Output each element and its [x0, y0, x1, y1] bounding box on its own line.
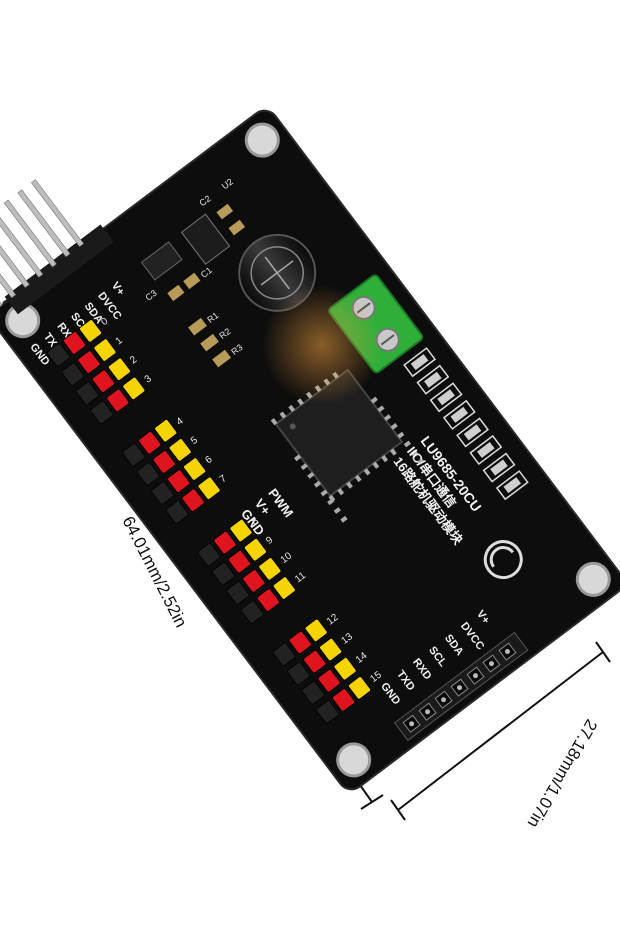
channel-number: 7 — [218, 473, 229, 485]
header-pin — [0, 220, 30, 288]
servo-pin — [76, 381, 99, 405]
bottom-pin-header — [393, 631, 529, 742]
servo-pin — [304, 618, 328, 642]
servo-pin — [152, 450, 176, 474]
servo-pin — [93, 338, 117, 362]
servo-pin — [229, 518, 253, 543]
servo-pin — [319, 637, 343, 662]
servo-pin — [301, 681, 325, 705]
servo-pin — [197, 543, 221, 567]
servo-pin — [154, 419, 178, 443]
servo-pin — [122, 376, 146, 400]
header-pin — [0, 209, 44, 278]
servo-channel-headers — [47, 319, 371, 724]
servo-driver-board: GND TXD RXD SCL SDA DVCC V+ PWM V+ GND 0… — [0, 109, 620, 791]
channel-number: 0 — [99, 316, 110, 328]
channel-number: 5 — [189, 435, 200, 447]
header-pin — [30, 179, 84, 247]
header-pin — [17, 189, 71, 258]
servo-pin — [181, 488, 205, 512]
header-pin — [0, 230, 17, 299]
servo-pin — [90, 400, 114, 425]
header-pin — [0, 240, 3, 309]
servo-pin — [183, 457, 207, 481]
servo-pin — [332, 688, 355, 712]
watermark-logo — [262, 285, 382, 405]
servo-pin — [258, 557, 282, 581]
channel-number: 6 — [203, 454, 214, 466]
servo-pin — [316, 700, 339, 724]
servo-pin — [92, 369, 115, 393]
servo-pin — [138, 431, 162, 455]
servo-pin — [240, 600, 264, 624]
servo-pin — [47, 343, 70, 367]
channel-number: 8 — [250, 515, 261, 527]
servo-pin — [165, 500, 189, 524]
servo-pin — [333, 657, 357, 681]
servo-pin — [272, 642, 296, 667]
servo-pin — [197, 476, 221, 500]
servo-pin — [287, 662, 311, 686]
servo-pin — [228, 550, 251, 574]
servo-pin — [242, 569, 266, 593]
servo-pin — [167, 469, 191, 493]
servo-pin — [348, 676, 371, 700]
servo-pin — [303, 649, 327, 674]
servo-pin — [213, 530, 237, 555]
smd-components: C1 C2 C3 U2 R1 R2 R3 — [140, 176, 246, 368]
top-pin-header — [0, 179, 114, 315]
servo-pin — [77, 350, 101, 374]
servo-pin — [288, 630, 312, 655]
servo-pin — [244, 538, 267, 562]
servo-pin — [151, 481, 175, 505]
servo-pin — [212, 562, 235, 586]
servo-pin — [79, 319, 102, 343]
servo-pin — [122, 443, 146, 467]
channel-number: 9 — [264, 534, 275, 546]
brand-logo-icon — [483, 540, 523, 580]
servo-pin — [136, 462, 160, 486]
servo-pin — [61, 362, 85, 386]
servo-pin — [226, 581, 250, 605]
width-dimension-label: 27.18mm/1.07in — [524, 716, 601, 831]
servo-pin — [106, 388, 130, 413]
led-indicator-column — [403, 347, 529, 501]
servo-pin — [108, 357, 131, 381]
header-pin — [3, 199, 57, 268]
channel-number: 1 — [114, 335, 125, 347]
servo-pin — [256, 588, 280, 612]
channel-number: 3 — [143, 373, 154, 385]
servo-pin — [63, 331, 86, 355]
mounting-hole — [5, 122, 611, 778]
channel-number: 4 — [175, 415, 186, 427]
channel-number: 2 — [128, 354, 139, 366]
servo-pin — [168, 438, 192, 462]
servo-pin — [272, 576, 296, 600]
servo-pin — [317, 669, 341, 693]
